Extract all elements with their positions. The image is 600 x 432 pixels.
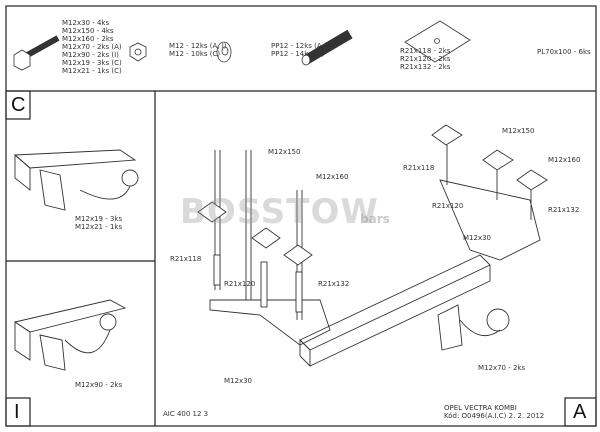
part-label: M12 - 12ks (A, I) <box>169 42 227 50</box>
vehicle-name: OPEL VECTRA KOMBI <box>444 404 517 412</box>
callout: M12x150 <box>502 127 535 135</box>
panel-i-drawing <box>13 299 127 371</box>
callout: M12x160 <box>548 156 581 164</box>
part-label: M12x150 - 4ks <box>62 27 114 35</box>
tube-list: R21x118 - 2ks R21x120 - 2ks R21x132 - 2k… <box>400 47 450 71</box>
watermark-sub: bars <box>360 212 390 226</box>
part-label: M12x90 - 2ks (I) <box>62 51 119 59</box>
callout: M12x160 <box>316 173 349 181</box>
outer-frame <box>5 5 597 427</box>
callout: M12x30 <box>463 234 491 242</box>
panel-c-labels: M12x19 - 3ks M12x21 - 1ks <box>75 215 122 231</box>
panel-c-letter: C <box>11 94 26 116</box>
title-block: OPEL VECTRA KOMBI Kód: O0496(A.I.C) 2. 2… <box>444 404 544 420</box>
panel-a-letter: A <box>573 401 587 423</box>
panel-a-box <box>564 397 597 427</box>
kod-date: Kód: O0496(A.I.C) 2. 2. 2012 <box>444 412 545 420</box>
part-label: PP12 - 14ks (C) <box>271 50 325 58</box>
tube-icon <box>301 29 353 66</box>
panel-i-box <box>5 397 31 427</box>
part-label: M12x30 - 4ks <box>62 19 110 27</box>
callout: R21x120 <box>224 280 256 288</box>
nut-icon <box>129 42 147 62</box>
callout: R21x118 <box>170 255 202 263</box>
callout: R21x118 <box>403 164 435 172</box>
washer-icon <box>216 41 232 63</box>
callout: M12x150 <box>268 148 301 156</box>
nut-list: M12 - 12ks (A, I) M12 - 10ks (C) <box>169 42 227 58</box>
bolt-icon <box>13 35 60 71</box>
part-label: M12x19 - 3ks (C) <box>62 59 122 67</box>
part-label: M12x70 - 2ks (A) <box>62 43 122 51</box>
callout: R21x132 <box>548 206 580 214</box>
washer-list: PP12 - 12ks (A, I) PP12 - 14ks (C) <box>271 42 331 58</box>
part-label: R21x120 - 2ks <box>400 55 451 63</box>
panel-c-box <box>5 90 31 120</box>
part-label: M12x21 - 1ks (C) <box>62 67 122 75</box>
plate-label: PL70x100 - 6ks <box>537 48 591 56</box>
panel-i-letter: I <box>14 401 20 423</box>
towbar-assembly <box>197 124 548 368</box>
watermark-logo: BOSSTOW <box>180 192 379 232</box>
callout: M12x70 - 2ks <box>478 364 526 372</box>
callout: R21x132 <box>318 280 350 288</box>
bolt-list: M12x30 - 4ks M12x150 - 4ks M12x160 - 2ks… <box>62 19 122 75</box>
callout: M12x21 - 1ks <box>75 223 123 231</box>
drawing-code: AIC 400 12 3 <box>163 410 209 418</box>
part-label: M12 - 10ks (C) <box>169 50 221 58</box>
part-label: M12x160 - 2ks <box>62 35 114 43</box>
callout: M12x90 - 2ks <box>75 381 123 389</box>
callout: R21x120 <box>432 202 464 210</box>
part-label: PP12 - 12ks (A, I) <box>271 42 331 50</box>
panel-c-drawing <box>13 149 139 211</box>
callout: M12x30 <box>224 377 252 385</box>
part-label: R21x132 - 2ks <box>400 63 451 71</box>
callout: M12x19 - 3ks <box>75 215 123 223</box>
plate-icon <box>404 20 471 63</box>
part-label: R21x118 - 2ks <box>400 47 451 55</box>
